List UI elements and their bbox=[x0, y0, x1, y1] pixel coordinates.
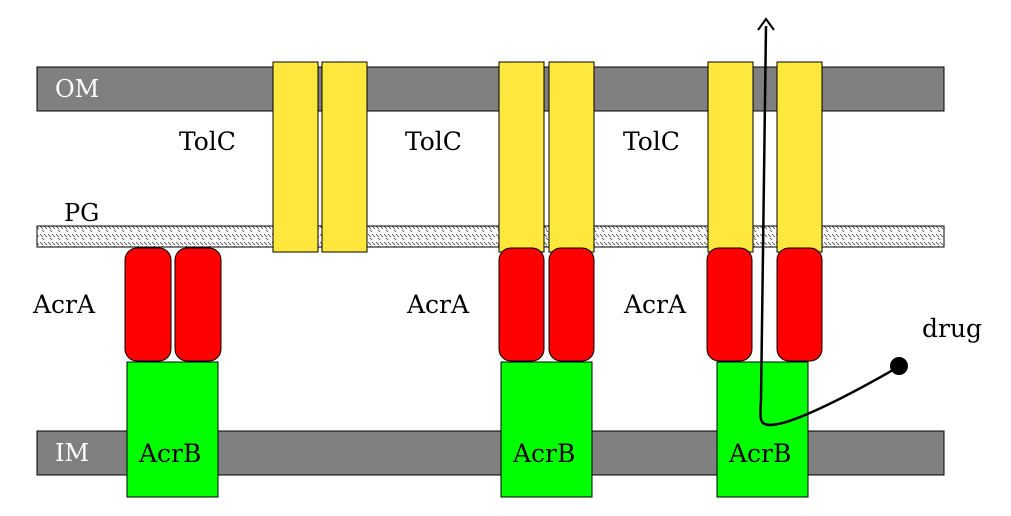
acrb-label-2: AcrB bbox=[512, 439, 575, 468]
pg-label: PG bbox=[64, 199, 99, 227]
acrab-complex-1 bbox=[124, 247, 222, 498]
tripartite-pump-3 bbox=[706, 61, 823, 498]
acra-right-subunit bbox=[548, 247, 595, 362]
im-label: IM bbox=[55, 439, 89, 467]
acrb-label-1: AcrB bbox=[138, 439, 201, 468]
tripartite-pump-2 bbox=[498, 61, 595, 498]
efflux-arrowhead-icon bbox=[757, 17, 775, 31]
acra-right-subunit bbox=[776, 247, 823, 362]
drug-efflux-path bbox=[759, 25, 899, 427]
drug-molecule-dot bbox=[890, 357, 908, 375]
om-label: OM bbox=[55, 75, 99, 103]
acrb-block bbox=[716, 361, 809, 498]
tolc-left-subunit bbox=[707, 61, 754, 253]
acrb-block bbox=[126, 361, 219, 498]
acra-label-2: AcrA bbox=[406, 290, 470, 319]
tolc-complex-1 bbox=[272, 61, 368, 253]
tolc-label-2: TolC bbox=[405, 127, 462, 156]
acra-left-subunit bbox=[124, 247, 172, 362]
tolc-left-subunit bbox=[272, 61, 319, 253]
acrb-label-3: AcrB bbox=[728, 439, 791, 468]
drug-label: drug bbox=[922, 314, 982, 343]
acra-label-3: AcrA bbox=[623, 290, 687, 319]
tolc-right-subunit bbox=[321, 61, 368, 253]
acra-label-1: AcrA bbox=[32, 290, 96, 319]
acra-left-subunit bbox=[498, 247, 545, 362]
tolc-right-subunit bbox=[548, 61, 595, 253]
acra-right-subunit bbox=[174, 247, 222, 362]
tolc-right-subunit bbox=[776, 61, 823, 253]
tolc-label-1: TolC bbox=[179, 127, 236, 156]
acrb-block bbox=[500, 361, 593, 498]
tolc-label-3: TolC bbox=[623, 127, 680, 156]
tolc-left-subunit bbox=[498, 61, 545, 253]
acra-left-subunit bbox=[706, 247, 753, 362]
